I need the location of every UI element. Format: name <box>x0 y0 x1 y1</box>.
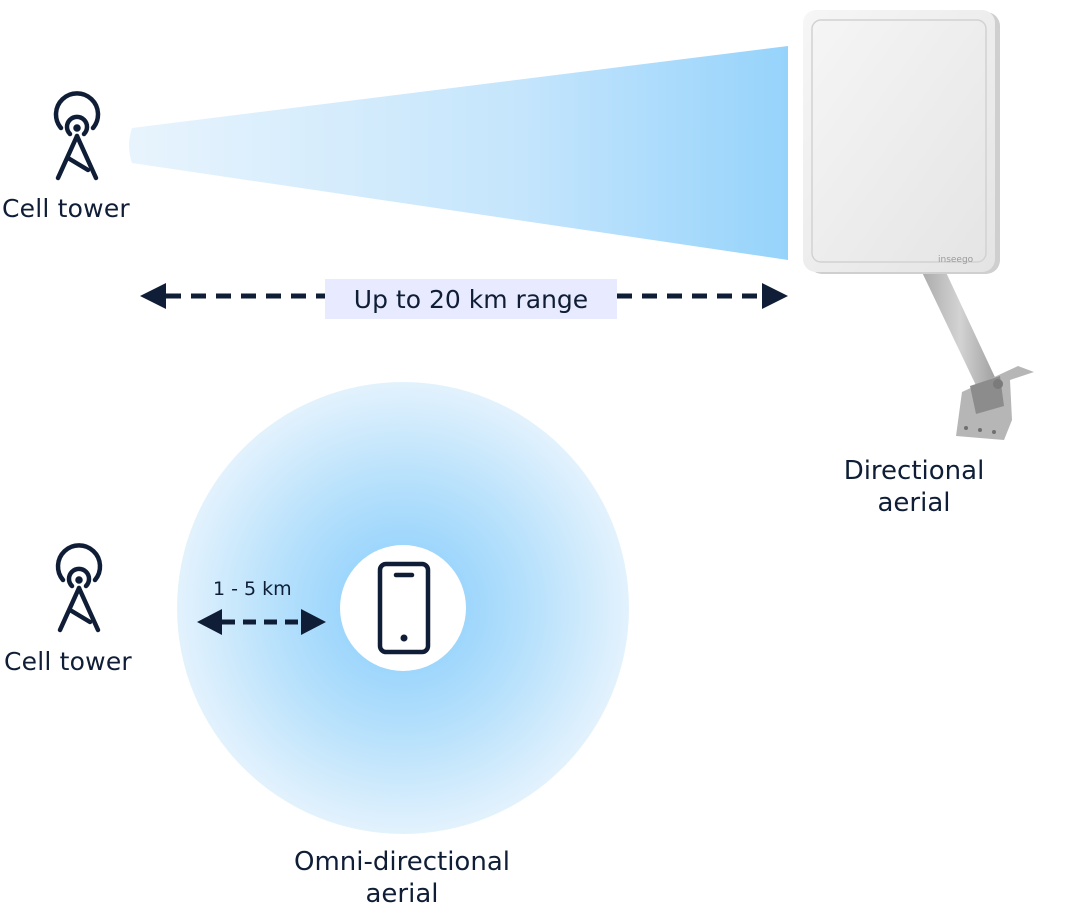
cell-tower-label-bottom: Cell tower <box>4 647 132 676</box>
cell-tower-icon <box>53 91 101 181</box>
omni-aerial-label-line2: aerial <box>365 879 439 909</box>
omni-aerial-label-line1: Omni-directional <box>294 847 510 877</box>
omni-aerial-label: Omni-directional aerial <box>252 846 552 910</box>
range-label: Up to 20 km range <box>325 279 617 319</box>
directional-aerial-label-line2: aerial <box>877 488 951 518</box>
phone-circle <box>340 545 466 671</box>
directional-panel-antenna <box>803 10 1034 440</box>
directional-beam <box>129 46 788 260</box>
short-distance-arrow <box>197 609 326 635</box>
cell-tower-icon <box>55 543 103 633</box>
smartphone-icon <box>377 561 431 655</box>
antenna-brand: inseego <box>938 255 974 265</box>
short-distance-label: 1 - 5 km <box>213 578 292 600</box>
directional-aerial-label: Directional aerial <box>814 455 1014 519</box>
cell-tower-label-top: Cell tower <box>2 194 130 223</box>
directional-aerial-label-line1: Directional <box>843 456 985 486</box>
range-arrow <box>140 283 788 309</box>
